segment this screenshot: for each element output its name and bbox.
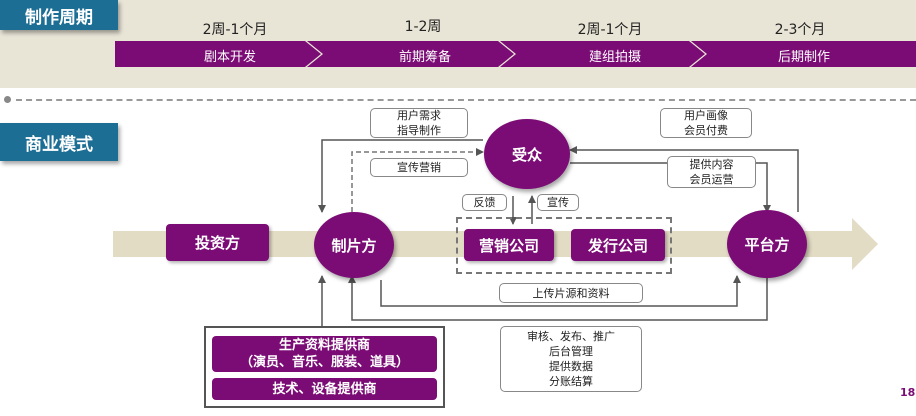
user-profile-line-2: 会员付费	[684, 124, 728, 137]
platform-node: 平台方	[727, 210, 807, 278]
production-materials-line-1: 生产资料提供商	[278, 338, 370, 353]
marketing-distribution-group	[456, 217, 672, 274]
user-profile-label: 用户画像 会员付费	[660, 108, 752, 138]
phase-chevron-3	[500, 41, 705, 67]
connector-platform-services	[348, 275, 768, 321]
platform-services-line-3: 提供数据	[549, 360, 593, 373]
audience-node: 受众	[484, 119, 570, 189]
user-demand-label: 用户需求 指导制作	[370, 108, 468, 138]
production-materials-supplier: 生产资料提供商 （演员、音乐、服装、道具）	[212, 336, 437, 372]
page-number: 18	[900, 386, 916, 399]
phase-chevron-1	[115, 41, 321, 67]
upload-label: 上传片源和资料	[499, 283, 643, 303]
feedback-label: 反馈	[462, 194, 507, 211]
user-demand-line-1: 用户需求	[397, 109, 441, 122]
production-materials-line-2: （演员、音乐、服装、道具）	[239, 355, 409, 370]
phase-label-2: 前期筹备	[398, 50, 451, 65]
marketing-company-node: 营销公司	[464, 229, 554, 261]
platform-services-line-1: 审核、发布、推广	[527, 330, 615, 343]
connector-upload	[380, 275, 741, 307]
business-section-title: 商业模式	[0, 123, 118, 161]
publicity-label: 宣传	[537, 194, 579, 211]
platform-services-line-4: 分账结算	[549, 375, 593, 388]
phase-label-4: 后期制作	[777, 50, 830, 65]
investor-node: 投资方	[166, 224, 269, 261]
phase-label-3: 建组拍摄	[588, 50, 641, 65]
platform-services-label: 审核、发布、推广 后台管理 提供数据 分账结算	[500, 326, 642, 392]
divider-dot	[4, 96, 11, 103]
content-ops-line-1: 提供内容	[689, 158, 734, 171]
connector-producer-to-audience-promo	[351, 148, 484, 212]
platform-services-line-2: 后台管理	[549, 345, 593, 358]
phase-chevron-2	[307, 41, 514, 67]
connector-audience-to-producer	[318, 139, 483, 213]
phase-chevron-4	[691, 41, 916, 67]
tech-equipment-supplier: 技术、设备提供商	[212, 378, 437, 400]
phase-label-1: 剧本开发	[203, 50, 256, 65]
producer-node: 制片方	[314, 212, 394, 278]
connector-audience-to-platform	[570, 162, 771, 213]
phase-duration-3: 2周-1个月	[577, 22, 643, 38]
content-ops-label: 提供内容 会员运营	[667, 156, 756, 188]
phase-duration-1: 2周-1个月	[202, 22, 268, 38]
phase-duration-4: 2-3个月	[774, 22, 826, 38]
user-demand-line-2: 指导制作	[397, 124, 441, 137]
phase-duration-2: 1-2周	[404, 19, 442, 35]
distribution-company-node: 发行公司	[571, 229, 665, 261]
content-ops-line-2: 会员运营	[689, 173, 734, 186]
user-profile-line-1: 用户画像	[684, 109, 728, 122]
promotion-label: 宣传营销	[370, 158, 468, 177]
section-divider	[16, 99, 916, 101]
phase-chevrons	[115, 41, 916, 67]
connector-platform-to-audience	[569, 146, 799, 212]
schedule-section-title: 制作周期	[0, 0, 118, 30]
